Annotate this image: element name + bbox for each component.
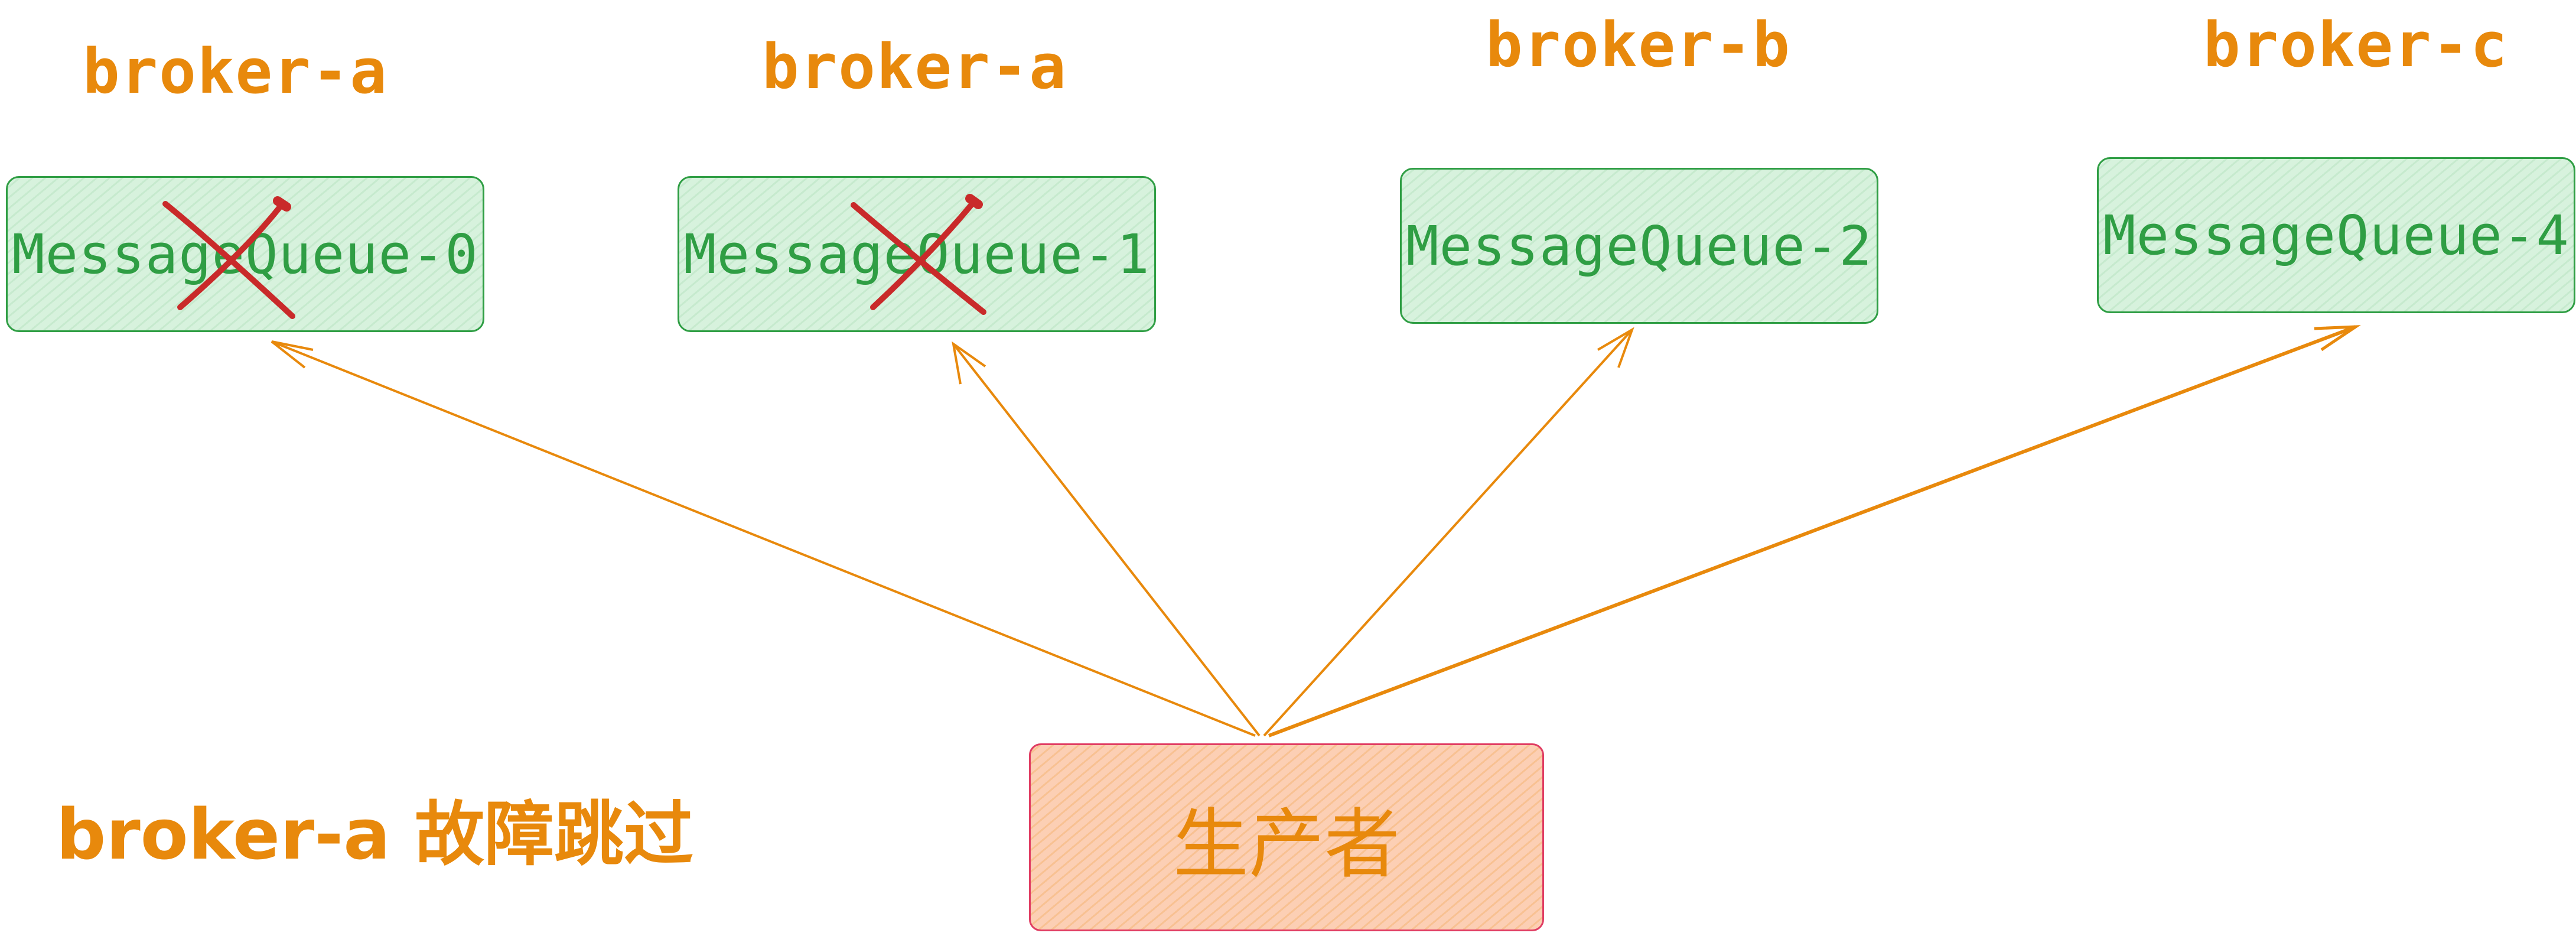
arrowhead-queue-1 [952, 341, 986, 385]
arrowhead-queue-0 [271, 340, 314, 369]
arrowhead-queue-4 [2314, 325, 2361, 352]
failover-note: broker-a 故障跳过 [56, 794, 693, 875]
queue-label: MessageQueue-0 [12, 222, 478, 286]
arrow-producer-to-queue-0 [271, 340, 1256, 737]
queue-label: MessageQueue-2 [1406, 214, 1872, 278]
queue-box-2: MessageQueue-2 [1400, 168, 1878, 324]
queue-label: MessageQueue-1 [683, 222, 1150, 286]
broker-label-0: broker-a [83, 35, 388, 108]
queue-label: MessageQueue-4 [2103, 203, 2570, 267]
arrow-producer-to-queue-4 [1268, 325, 2357, 737]
queue-box-0: MessageQueue-0 [6, 176, 484, 332]
arrow-producer-to-queue-2 [1263, 329, 1633, 737]
queue-box-1: MessageQueue-1 [678, 176, 1156, 332]
broker-label-1: broker-a [762, 31, 1067, 103]
broker-label-2: broker-b [1486, 9, 1791, 81]
producer-label: 生产者 [1173, 800, 1400, 889]
arrowhead-queue-2 [1597, 327, 1634, 368]
producer-box: 生产者 [1029, 743, 1544, 931]
broker-label-3: broker-c [2203, 9, 2509, 81]
arrow-producer-to-queue-1 [952, 343, 1261, 737]
queue-box-4: MessageQueue-4 [2097, 157, 2575, 313]
